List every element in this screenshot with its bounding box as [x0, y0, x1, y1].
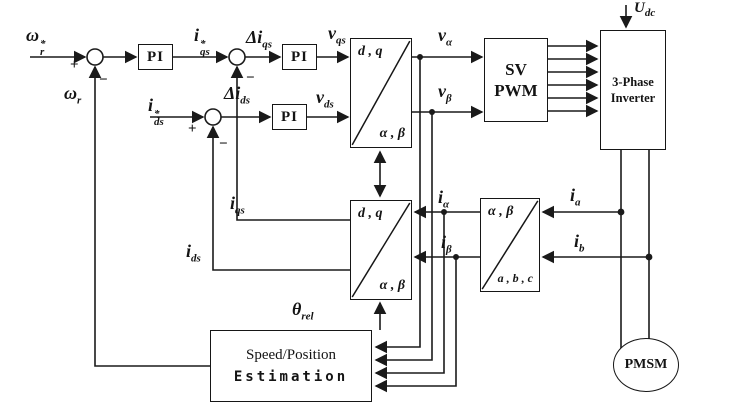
diagonal-divider	[351, 40, 411, 146]
frame-label-dq: d , q	[358, 44, 383, 59]
label-iq-ref: i*qs	[194, 25, 210, 58]
sign-minus-iq: −	[246, 70, 255, 86]
pi-controller-id: PI	[272, 104, 307, 130]
pmsm-label: PMSM	[624, 357, 668, 372]
label-speed-feedback: ωr	[64, 83, 82, 107]
label-id-error: Δids	[224, 83, 251, 107]
label-theta-rel: θrel	[292, 299, 314, 323]
pi-controller-speed: PI	[138, 44, 173, 70]
sign-minus-speed: −	[99, 72, 108, 88]
label-v-beta: vβ	[438, 81, 452, 105]
pi-label: PI	[281, 108, 298, 125]
label-ib: ib	[574, 231, 585, 255]
label-ia: ia	[570, 185, 581, 209]
pmsm-motor: PMSM	[613, 338, 679, 392]
frame-label-alphabeta: α , β	[379, 126, 405, 141]
frame-label-alphabeta: α , β	[488, 204, 514, 219]
sum-speed	[86, 48, 104, 66]
label-v-alpha: vα	[438, 25, 453, 49]
inverter-label-line1: 3-Phase	[612, 74, 654, 89]
label-i-alpha: iα	[438, 187, 450, 211]
label-vd: vds	[316, 87, 334, 111]
sum-iq	[228, 48, 246, 66]
transform-dq-to-alphabeta-voltage: d , q α , β	[350, 38, 412, 148]
label-id-feedback: ids	[186, 241, 201, 265]
frame-label-dq: d , q	[358, 206, 383, 221]
estimation-label-line1: Speed/Position	[245, 347, 336, 364]
sign-plus-id: +	[188, 121, 197, 137]
transform-alphabeta-to-dq-current: d , q α , β	[350, 200, 412, 300]
pi-controller-iq: PI	[282, 44, 317, 70]
inverter-label-line2: Inverter	[610, 91, 656, 105]
sum-id	[204, 108, 222, 126]
wire-iqs-feedback	[230, 65, 350, 221]
label-iq-error: Δiqs	[246, 27, 273, 51]
frame-label-alphabeta: α , β	[379, 278, 405, 293]
label-speed-ref: ω*r	[26, 25, 46, 58]
label-id-ref: i*ds	[148, 95, 164, 128]
summing-junctions	[86, 48, 246, 126]
transform-abc-to-alphabeta: α , β a , b , c	[480, 198, 540, 292]
inverter-block: 3-Phase Inverter	[600, 30, 666, 150]
label-i-beta: iβ	[441, 232, 452, 256]
pi-label: PI	[291, 48, 308, 65]
frame-label-abc: a , b , c	[497, 271, 533, 285]
wire-estimation-inputs	[374, 57, 457, 393]
label-vq: vqs	[328, 23, 346, 47]
wire-speed-feedback	[88, 65, 210, 367]
diagonal-divider	[481, 200, 539, 290]
pi-label: PI	[147, 48, 164, 65]
label-udc: Udc	[634, 0, 656, 19]
sign-minus-id: −	[219, 136, 228, 152]
svpwm-label-line1: SV	[505, 59, 527, 79]
speed-position-estimation-block: Speed/Position Estimation	[210, 330, 372, 402]
wire-ids-feedback	[206, 125, 350, 271]
sign-plus-speed: +	[70, 57, 79, 73]
estimation-label-line2: Estimation	[233, 368, 349, 385]
svpwm-label-line2: PWM	[494, 81, 538, 100]
diagonal-divider	[351, 202, 411, 298]
svpwm-block: SV PWM	[484, 38, 548, 122]
junction-dots	[417, 54, 653, 261]
wire-pwm-gates	[548, 39, 599, 118]
label-iq-feedback: iqs	[230, 193, 245, 217]
